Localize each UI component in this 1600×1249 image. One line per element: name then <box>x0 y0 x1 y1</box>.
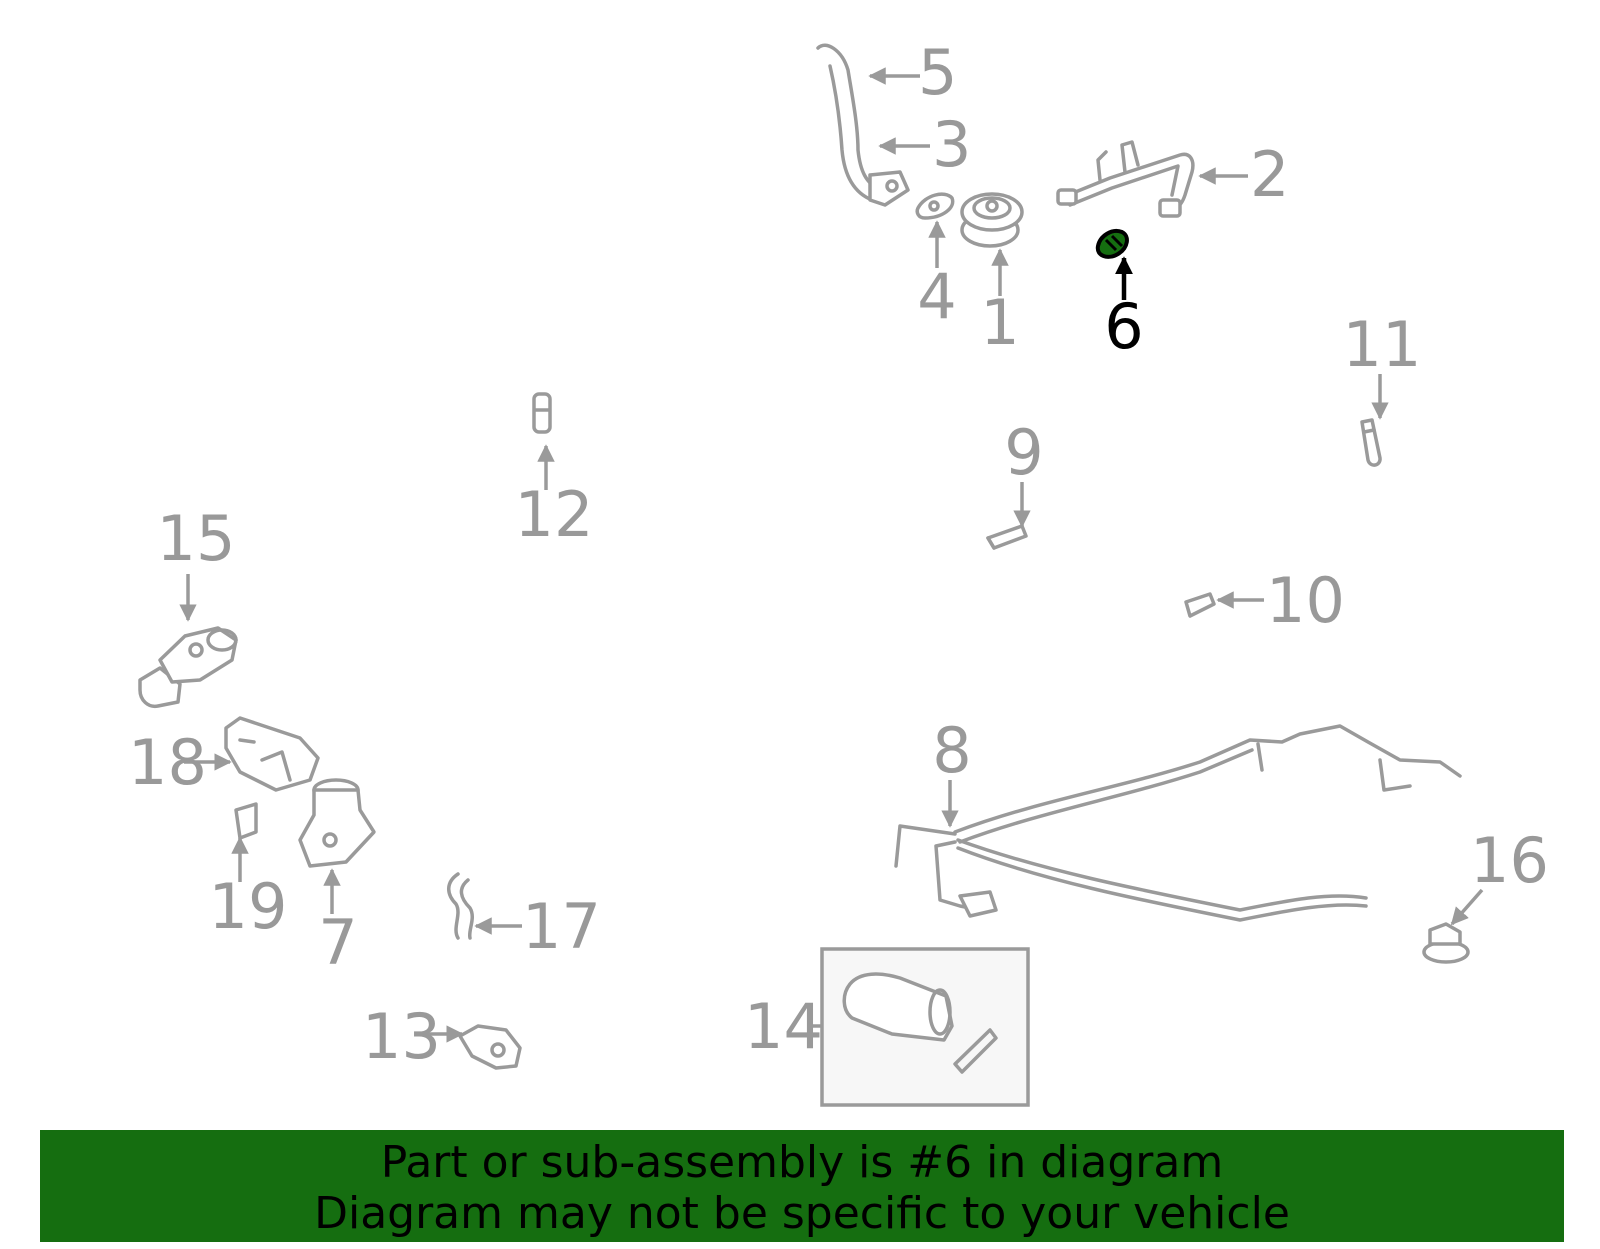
part-10-clip[interactable] <box>1184 592 1216 618</box>
callout-label: 12 <box>515 478 594 551</box>
callout-label: 14 <box>744 990 823 1063</box>
banner-line-2: Diagram may not be specific to your vehi… <box>314 1188 1290 1239</box>
part-9-clip[interactable] <box>986 524 1028 550</box>
callout-label: 16 <box>1470 824 1549 897</box>
callout-label: 17 <box>522 890 601 963</box>
callout-label: 19 <box>209 870 288 943</box>
parts-diagram: 1 2 3 4 5 6 7 8 9 10 11 12 13 14 15 16 1… <box>128 36 1549 1107</box>
callout-label-selected: 6 <box>1104 290 1143 363</box>
part-1-egr-valve[interactable] <box>960 192 1024 248</box>
callout-label: 10 <box>1266 564 1345 637</box>
callout-label: 3 <box>932 108 971 181</box>
part-5-hose[interactable] <box>816 43 910 207</box>
callout-label: 7 <box>318 906 357 979</box>
part-19-connector[interactable] <box>234 802 258 840</box>
part-11-sensor[interactable] <box>1360 418 1382 467</box>
callout-label: 9 <box>1004 416 1043 489</box>
part-7-pump[interactable] <box>298 778 376 868</box>
part-16-grommet[interactable] <box>1422 922 1470 964</box>
callout-label: 2 <box>1250 138 1289 211</box>
info-banner: Part or sub-assembly is #6 in diagram Di… <box>40 1130 1564 1242</box>
callout-label: 1 <box>980 286 1019 359</box>
callout-label: 18 <box>128 726 207 799</box>
part-14-canister-box[interactable] <box>820 947 1030 1107</box>
callout-label: 11 <box>1343 308 1422 381</box>
part-6-fitting[interactable] <box>1095 229 1129 259</box>
part-8-harness[interactable] <box>894 724 1462 922</box>
part-12-sensor[interactable] <box>532 392 552 434</box>
banner-line-1: Part or sub-assembly is #6 in diagram <box>380 1137 1224 1188</box>
part-13-bracket[interactable] <box>458 1024 522 1070</box>
callout-label: 5 <box>918 36 957 109</box>
part-15-throttle-body[interactable] <box>138 626 238 709</box>
part-18-module[interactable] <box>224 716 320 792</box>
callout-label: 4 <box>917 260 956 333</box>
part-2-pipe[interactable] <box>1056 140 1195 218</box>
callout-label: 15 <box>157 502 236 575</box>
callout-label: 8 <box>932 714 971 787</box>
callout-arrows <box>179 67 1484 1043</box>
part-17-hose[interactable] <box>447 872 474 940</box>
part-4-gasket[interactable] <box>915 192 955 220</box>
callout-label: 13 <box>362 1000 441 1073</box>
